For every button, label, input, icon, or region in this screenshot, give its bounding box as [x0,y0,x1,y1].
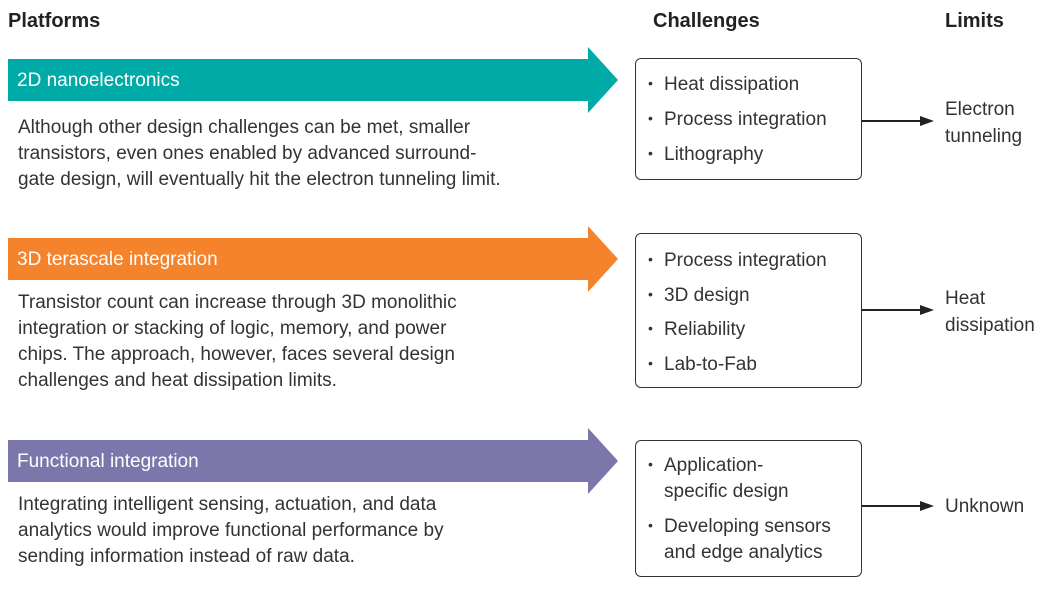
description-line: integration or stacking of logic, memory… [18,318,447,339]
challenges-box: •Heat dissipation •Process integration •… [635,58,862,180]
bullet-icon: • [648,145,653,161]
description-line: gate design, will eventually hit the ele… [18,169,501,190]
challenge-item-continuation: and edge analytics [664,542,823,563]
arrow-right-icon [862,501,934,511]
bullet-icon: • [648,517,653,533]
platform-banner: 3D terascale integration [8,226,618,292]
challenge-item: •Lithography [648,140,763,168]
challenge-item: •Heat dissipation [648,70,799,98]
description-line: analytics would improve functional perfo… [18,520,444,541]
challenge-item: •Reliability [648,315,745,343]
bullet-icon: • [648,75,653,91]
limits-header: Limits [945,10,1004,32]
banner-arrow-shape [8,226,618,292]
limit-label: Unknown [945,496,1025,517]
challenges-box: •Application- specific design •Developin… [635,440,862,577]
challenges-box: •Process integration •3D design •Reliabi… [635,233,862,388]
bullet-icon: • [648,320,653,336]
bullet-icon: • [648,355,653,371]
description-line: transistors, even ones enabled by advanc… [18,143,477,164]
challenge-item-continuation: specific design [664,481,789,502]
challenge-item: •Developing sensors [648,512,831,540]
description-line: sending information instead of raw data. [18,546,355,567]
challenges-header: Challenges [653,10,760,32]
description-line: Transistor count can increase through 3D… [18,292,457,313]
description-line: Although other design challenges can be … [18,117,471,138]
challenge-item: •Lab-to-Fab [648,350,757,378]
platform-label: Functional integration [17,451,199,472]
limit-label: Heat dissipation [945,288,1035,336]
description-line: challenges and heat dissipation limits. [18,370,337,391]
bullet-icon: • [648,251,653,267]
bullet-icon: • [648,286,653,302]
description-line: Integrating intelligent sensing, actuati… [18,494,437,515]
platform-banner: 2D nanoelectronics [8,47,618,113]
platform-banner: Functional integration [8,428,618,494]
arrow-right-icon [862,305,934,315]
platform-description: Although other design challenges can be … [18,115,618,193]
platform-description: Integrating intelligent sensing, actuati… [18,492,618,570]
challenge-item: •Process integration [648,246,827,274]
platform-description: Transistor count can increase through 3D… [18,290,618,394]
banner-arrow-shape [8,428,618,494]
description-line: chips. The approach, however, faces seve… [18,344,455,365]
limit-label: Electron tunneling [945,99,1023,147]
platform-label: 3D terascale integration [17,249,218,270]
challenge-item: •3D design [648,281,750,309]
platforms-header: Platforms [8,10,101,32]
banner-arrow-shape [8,47,618,113]
bullet-icon: • [648,110,653,126]
bullet-icon: • [648,456,653,472]
challenge-item: •Process integration [648,105,827,133]
arrow-right-icon [862,116,934,126]
challenge-item: •Application- [648,451,763,479]
platform-label: 2D nanoelectronics [17,70,180,91]
